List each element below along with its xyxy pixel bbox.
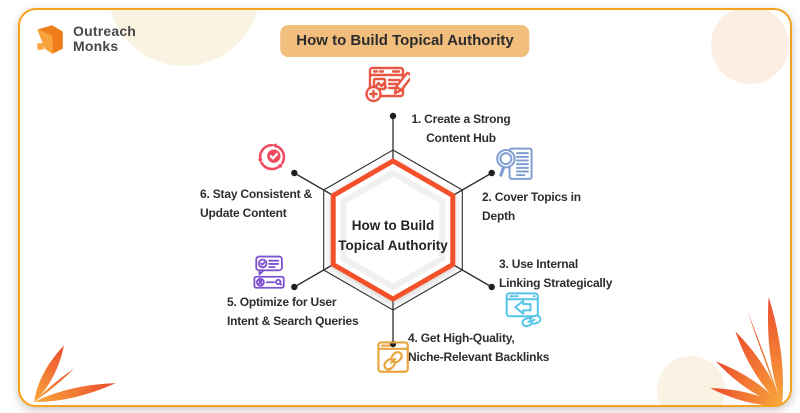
inner-sheen-hexagon [340, 170, 446, 290]
step-label-4: 4. Get High-Quality, Niche-Relevant Back… [408, 331, 550, 364]
hexagon-center-label: How to Build Topical Authority [338, 218, 448, 253]
refresh-check-icon [250, 136, 294, 180]
content-hub-icon [362, 62, 413, 110]
brand-logo-text: Outreach Monks [73, 24, 136, 54]
decor-circle-bottom-right [657, 356, 725, 405]
search-depth-icon [494, 144, 538, 188]
hexagon-diagram [34, 112, 783, 405]
internal-link-icon [503, 286, 547, 330]
step-label-5: 5. Optimize for User Intent & Search Que… [227, 295, 359, 328]
leaves-bottom-left [34, 345, 116, 403]
leaves-bottom-right [710, 296, 783, 405]
backlink-icon [372, 336, 416, 380]
spoke-lines [293, 116, 493, 344]
decor-circle-top-right [711, 10, 789, 84]
connector-dots [291, 112, 495, 348]
step-label-6: 6. Stay Consistent & Update Content [200, 187, 313, 220]
outreach-monks-logo-icon [37, 25, 63, 54]
brand-name-line1: Outreach [73, 23, 137, 39]
step-label-1: 1. Create a Strong Content Hub [411, 112, 511, 145]
brand-logo: Outreach Monks [32, 22, 136, 56]
search-intent-icon [248, 252, 292, 296]
page-title: How to Build Topical Authority [280, 25, 530, 57]
step-label-2: 2. Cover Topics in Depth [482, 190, 581, 223]
infographic-card: Outreach Monks How to Build Topical Auth… [18, 8, 792, 407]
step-label-3: 3. Use Internal Linking Strategically [499, 257, 613, 290]
outer-hexagon [323, 149, 463, 311]
brand-name-line2: Monks [73, 38, 119, 54]
